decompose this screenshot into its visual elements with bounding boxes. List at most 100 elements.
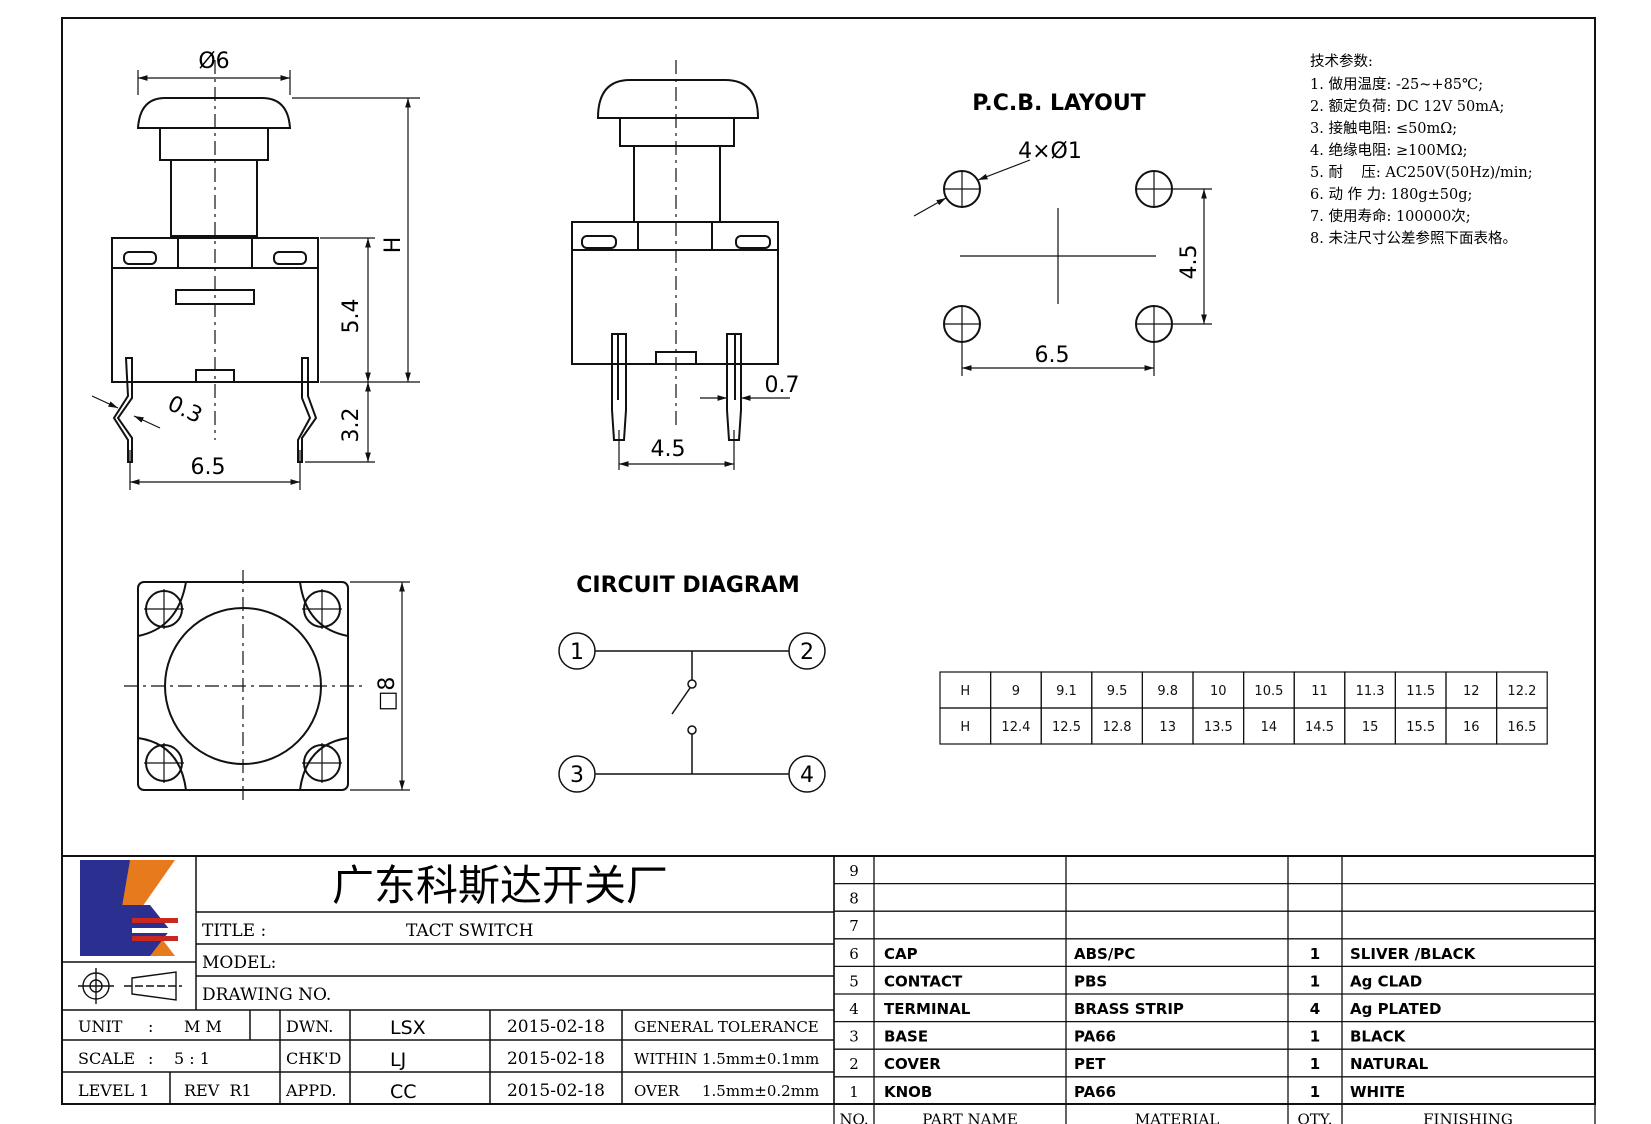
pcb-title: P.C.B. LAYOUT: [972, 91, 1145, 116]
bom-header-name: PART NAME: [922, 1110, 1018, 1124]
bom-no: 1: [849, 1083, 859, 1101]
bom-no: 6: [849, 945, 859, 963]
h-table-value: 13: [1159, 720, 1176, 735]
bom-no: 5: [849, 972, 859, 990]
tolerance-over-label: OVER: [634, 1082, 680, 1100]
bom-material: BRASS STRIP: [1074, 1000, 1184, 1018]
top-view: [124, 570, 410, 802]
h-table-value: 9: [1012, 684, 1020, 699]
h-table-value: 12.4: [1001, 720, 1030, 735]
projection-symbol-icon: [78, 968, 182, 1004]
unit-label: UNIT: [78, 1017, 123, 1036]
bom-material: ABS/PC: [1074, 945, 1135, 963]
dwn-label: DWN.: [286, 1017, 333, 1036]
company-name: 广东科斯达开关厂: [332, 861, 668, 910]
h-table-value: 12.8: [1103, 720, 1132, 735]
h-table-value: 12.5: [1052, 720, 1081, 735]
h-table-value: 12: [1463, 684, 1480, 699]
pcb-pitch-v-label: 4.5: [1177, 245, 1202, 280]
drawing-no-label: DRAWING NO.: [202, 985, 331, 1005]
model-label: MODEL:: [202, 953, 276, 973]
bom-material: PBS: [1074, 972, 1107, 990]
bom-material: PA66: [1074, 1083, 1116, 1101]
h-table-value: 15: [1362, 720, 1379, 735]
appd-label: APPD.: [285, 1081, 336, 1100]
front-dia-label: Ø6: [198, 49, 229, 74]
unit-sep: :: [148, 1017, 153, 1036]
h-table-value: 10.5: [1254, 684, 1283, 699]
bom-finishing: WHITE: [1350, 1083, 1405, 1101]
bom-qty: 1: [1310, 1028, 1320, 1046]
h-table-value: 16.5: [1507, 720, 1536, 735]
bom-no: 3: [849, 1028, 859, 1046]
spec-item: 3. 接触电阻: ≤50mΩ;: [1310, 120, 1457, 137]
unit-value: M M: [184, 1017, 222, 1036]
bom-finishing: NATURAL: [1350, 1055, 1429, 1073]
front-lead-length-label: 3.2: [339, 408, 364, 443]
scale-label: SCALE: [78, 1049, 135, 1068]
spec-item: 5. 耐 压: AC250V(50Hz)/min;: [1310, 164, 1533, 181]
spec-item: 7. 使用寿命: 100000次;: [1310, 207, 1471, 225]
tolerance-within-value: 1.5mm±0.1mm: [702, 1050, 819, 1068]
appd-name: CC: [390, 1081, 417, 1103]
pcb-layout: [913, 159, 1212, 376]
scale-value: 5 : 1: [174, 1049, 210, 1068]
bom-header-finish: FINISHING: [1423, 1110, 1513, 1124]
h-table-value: H: [960, 720, 970, 735]
h-table-value: 12.2: [1507, 684, 1536, 699]
specs-heading: 技术参数:: [1310, 53, 1373, 70]
front-body-height-label: 5.4: [339, 299, 364, 334]
bom-part-name: CONTACT: [884, 972, 963, 990]
title-value: TACT SWITCH: [406, 921, 533, 941]
bom-part-name: COVER: [884, 1055, 941, 1073]
h-table-value: 15.5: [1406, 720, 1435, 735]
h-table-value: H: [960, 684, 970, 699]
bom-no: 2: [849, 1055, 859, 1073]
h-table-value: 14: [1261, 720, 1278, 735]
bom-no: 4: [849, 1000, 859, 1018]
bom-no: 8: [849, 890, 859, 908]
tolerance-within-label: WITHIN: [634, 1050, 697, 1068]
pcb-pitch-h-label: 6.5: [1035, 343, 1070, 368]
circuit-title: CIRCUIT DIAGRAM: [576, 573, 800, 598]
bom-qty: 1: [1310, 945, 1320, 963]
spec-item: 1. 做用温度: -25~+85℃;: [1310, 76, 1483, 93]
h-table-value: 11: [1311, 684, 1328, 699]
side-view: [571, 60, 790, 470]
side-lead-width-label: 0.7: [765, 373, 800, 398]
pcb-holes-label: 4×Ø1: [1018, 139, 1082, 164]
bom-no: 7: [849, 917, 859, 935]
level-label: LEVEL 1: [78, 1081, 149, 1100]
chk-name: LJ: [390, 1049, 406, 1071]
rev-label: REV R1: [184, 1081, 252, 1100]
h-table-value: 9.1: [1056, 684, 1077, 699]
bom-header-material: MATERIAL: [1135, 1110, 1219, 1124]
bom-header-qty: QTY.: [1297, 1110, 1332, 1124]
spec-item: 8. 未注尺寸公差参照下面表格。: [1310, 230, 1517, 247]
front-lead-thickness-label: 0.3: [164, 391, 206, 428]
tolerance-over-value: 1.5mm±0.2mm: [702, 1082, 819, 1100]
bom-finishing: SLIVER /BLACK: [1350, 945, 1477, 963]
dwn-date: 2015-02-18: [507, 1017, 605, 1037]
title-label: TITLE :: [202, 921, 266, 941]
bom-header-no: NO.: [839, 1110, 868, 1124]
bom-material: PA66: [1074, 1028, 1116, 1046]
circuit-pin-1: 1: [570, 640, 584, 665]
h-table-value: 14.5: [1305, 720, 1334, 735]
h-table-value: 9.5: [1107, 684, 1128, 699]
h-table-value: 10: [1210, 684, 1227, 699]
bom-part-name: CAP: [884, 945, 918, 963]
circuit-diagram: [558, 632, 826, 793]
front-view: [91, 60, 420, 490]
h-table-value: 13.5: [1204, 720, 1233, 735]
circuit-pin-4: 4: [800, 763, 814, 788]
spec-item: 2. 额定负荷: DC 12V 50mA;: [1310, 98, 1504, 115]
chk-date: 2015-02-18: [507, 1049, 605, 1069]
h-table-value: 16: [1463, 720, 1480, 735]
circuit-pin-2: 2: [800, 640, 814, 665]
scale-sep: :: [148, 1049, 153, 1068]
bom-qty: 1: [1310, 1083, 1320, 1101]
